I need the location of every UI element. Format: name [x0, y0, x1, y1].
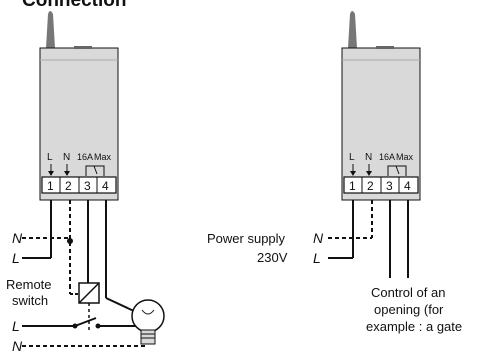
left-n2-label: N — [12, 338, 23, 354]
left-module: L N 16A Max 1 2 3 4 — [39, 11, 119, 201]
right-n-label: N — [313, 230, 324, 246]
control-label-1: Control of an — [371, 285, 445, 300]
right-label-max: Max — [396, 152, 414, 162]
right-label-n: N — [365, 152, 372, 163]
right-module: L N 16A Max 1 2 3 4 — [341, 11, 421, 201]
right-terminal-4: 4 — [404, 179, 411, 193]
left-label-amp: 16A — [77, 152, 93, 162]
power-supply-label: Power supply — [207, 231, 286, 246]
left-module-slot — [74, 46, 92, 49]
right-label-l: L — [349, 152, 355, 163]
right-terminal-3: 3 — [386, 179, 393, 193]
left-antenna — [46, 11, 55, 48]
control-label-2: opening (for — [374, 302, 444, 317]
right-l-label: L — [313, 250, 321, 266]
lamp-icon — [131, 299, 165, 345]
left-terminal-4: 4 — [102, 179, 109, 193]
right-antenna — [348, 11, 357, 48]
diagram-title: Connection — [22, 0, 127, 11]
left-wiring — [22, 200, 145, 347]
left-terminal-2: 2 — [65, 179, 72, 193]
left-label-max: Max — [94, 152, 112, 162]
right-wiring — [328, 200, 409, 278]
left-label-l: L — [47, 152, 53, 163]
right-terminal-2: 2 — [367, 179, 374, 193]
right-terminal-1: 1 — [349, 179, 356, 193]
left-label-n: N — [63, 152, 70, 163]
remote-label-2: switch — [12, 293, 48, 308]
left-terminal-1: 1 — [47, 179, 54, 193]
left-n-label: N — [12, 230, 23, 246]
left-l2-label: L — [12, 318, 20, 334]
left-l-label: L — [12, 250, 20, 266]
power-voltage-label: 230V — [257, 250, 288, 265]
right-label-amp: 16A — [379, 152, 395, 162]
remote-label-1: Remote — [6, 277, 52, 292]
left-terminal-3: 3 — [84, 179, 91, 193]
control-label-3: example : a gate — [366, 319, 462, 334]
left-module-body — [39, 47, 119, 201]
right-module-slot — [376, 46, 394, 49]
